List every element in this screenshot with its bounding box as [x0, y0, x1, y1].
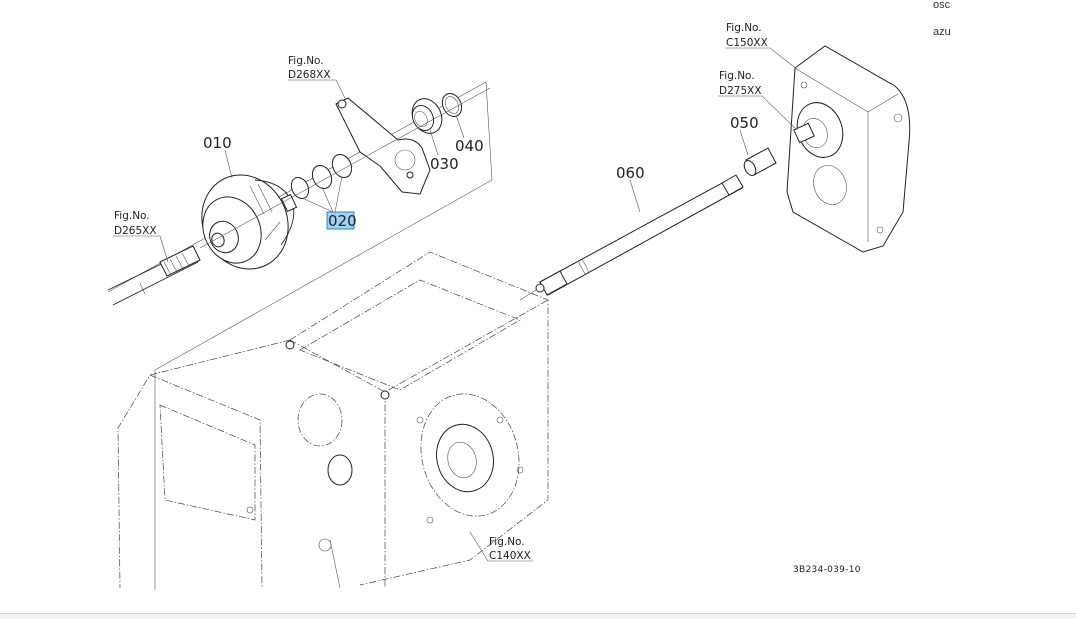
side-panel-text-2: azu: [933, 26, 951, 38]
viewer-bottom-bar: [0, 613, 1076, 619]
callout-020[interactable]: 020: [328, 212, 357, 230]
fig-ref-c150-code[interactable]: C150XX: [726, 37, 768, 49]
fig-ref-c150-label: Fig.No.: [726, 22, 762, 34]
part-030-bearing[interactable]: [407, 94, 448, 138]
callout-060[interactable]: 060: [616, 164, 645, 182]
fig-ref-d268-code[interactable]: D268XX: [288, 69, 331, 81]
part-040-snap-ring[interactable]: [439, 90, 465, 119]
fig-ref-d268-label: Fig.No.: [288, 55, 324, 67]
part-020-o-rings[interactable]: [288, 151, 355, 201]
fig-ref-d275-label: Fig.No.: [719, 70, 755, 82]
fig-ref-d275-code[interactable]: D275XX: [719, 85, 762, 97]
leader-lines: [113, 47, 799, 562]
callout-050[interactable]: 050: [730, 114, 759, 132]
fig-ref-d265-code[interactable]: D265XX: [114, 225, 157, 237]
fig-ref-c140-code[interactable]: C140XX: [489, 550, 531, 562]
drawing-code: 3B234-039-10: [793, 565, 861, 575]
side-panel-text-1: osc: [933, 0, 951, 11]
pto-housing: [786, 45, 911, 253]
fig-ref-c140-label: Fig.No.: [489, 536, 525, 548]
part-010-clutch-pack[interactable]: [187, 161, 304, 284]
part-050-collar[interactable]: [742, 147, 777, 177]
callout-040[interactable]: 040: [455, 137, 484, 155]
callout-030[interactable]: 030: [430, 155, 459, 173]
part-060-shaft[interactable]: [519, 174, 744, 301]
callout-010[interactable]: 010: [203, 134, 232, 152]
callout-020-highlight: [326, 211, 355, 230]
shift-arm-d268: [335, 97, 431, 195]
transmission-housing: [117, 251, 549, 589]
fig-ref-d265-label: Fig.No.: [114, 210, 150, 222]
input-shaft: [107, 245, 201, 306]
